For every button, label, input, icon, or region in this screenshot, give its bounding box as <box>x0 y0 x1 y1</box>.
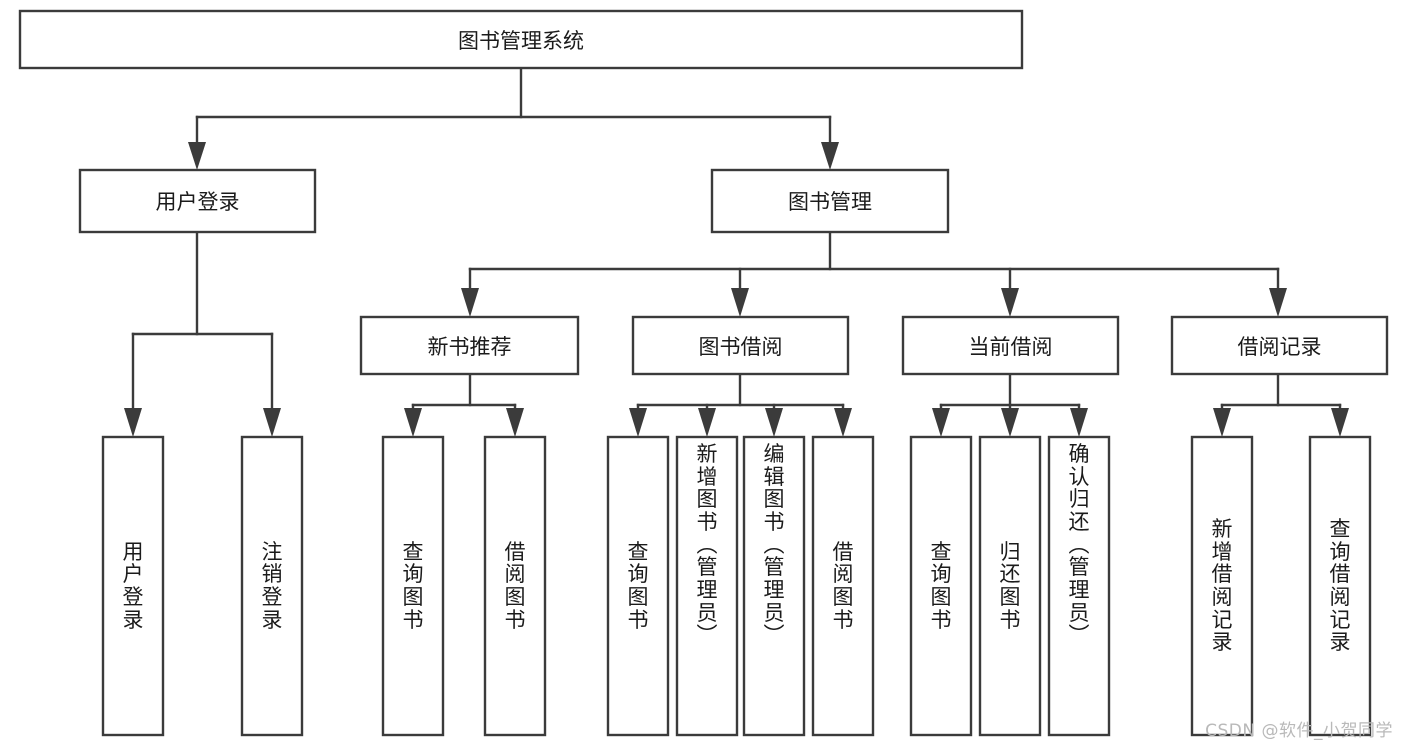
node-box-leaf-user-login-2[interactable] <box>240 435 304 737</box>
node-box-leaf-book-borrow-3[interactable] <box>742 435 806 737</box>
arrow-book-borrow-leaf-4 <box>834 408 852 437</box>
node-box-leaf-new-book-1[interactable] <box>381 435 445 737</box>
node-box-book-mgmt[interactable] <box>710 168 950 234</box>
connector-group-book-borrow <box>629 372 852 437</box>
watermark-text: CSDN @软件_小贺同学 <box>1205 721 1393 741</box>
node-box-root[interactable] <box>18 9 1024 70</box>
arrow-current-borrow-leaf-2 <box>1001 408 1019 437</box>
connector-group-user-login <box>124 230 281 437</box>
node-box-current-borrow[interactable] <box>901 315 1120 376</box>
connector-group-root <box>188 66 839 170</box>
arrow-book-mgmt-to-borrow-record <box>1269 288 1287 317</box>
arrow-book-borrow-leaf-1 <box>629 408 647 437</box>
arrow-root-to-user-login <box>188 142 206 170</box>
arrow-user-login-leaf-1 <box>124 408 142 437</box>
arrow-book-borrow-leaf-2 <box>698 408 716 437</box>
arrow-book-borrow-leaf-3 <box>765 408 783 437</box>
arrow-user-login-leaf-2 <box>263 408 281 437</box>
arrow-current-borrow-leaf-3 <box>1070 408 1088 437</box>
node-box-leaf-borrow-record-1[interactable] <box>1190 435 1254 737</box>
arrow-new-book-leaf-1 <box>404 408 422 437</box>
node-box-leaf-book-borrow-4[interactable] <box>811 435 875 737</box>
connector-group-new-book <box>404 372 524 437</box>
arrow-borrow-record-leaf-1 <box>1213 408 1231 437</box>
node-box-book-borrow[interactable] <box>631 315 850 376</box>
arrow-current-borrow-leaf-1 <box>932 408 950 437</box>
node-box-leaf-new-book-2[interactable] <box>483 435 547 737</box>
connector-group-borrow-record <box>1213 372 1349 437</box>
node-box-borrow-record[interactable] <box>1170 315 1389 376</box>
arrow-book-mgmt-to-new-book <box>461 288 479 317</box>
arrow-book-mgmt-to-current-borrow <box>1001 288 1019 317</box>
node-box-user-login[interactable] <box>78 168 317 234</box>
node-box-leaf-current-borrow-1[interactable] <box>909 435 973 737</box>
arrow-book-mgmt-to-book-borrow <box>731 288 749 317</box>
node-box-leaf-book-borrow-1[interactable] <box>606 435 670 737</box>
arrow-borrow-record-leaf-2 <box>1331 408 1349 437</box>
node-box-new-book[interactable] <box>359 315 580 376</box>
connector-group-current-borrow <box>932 372 1088 437</box>
connector-group-book-mgmt <box>461 230 1287 317</box>
node-box-leaf-user-login-1[interactable] <box>101 435 165 737</box>
node-box-leaf-book-borrow-2[interactable] <box>675 435 739 737</box>
arrow-root-to-book-mgmt <box>821 142 839 170</box>
arrow-new-book-leaf-2 <box>506 408 524 437</box>
node-box-leaf-current-borrow-2[interactable] <box>978 435 1042 737</box>
node-box-leaf-current-borrow-3[interactable] <box>1047 435 1111 737</box>
node-box-leaf-borrow-record-2[interactable] <box>1308 435 1372 737</box>
